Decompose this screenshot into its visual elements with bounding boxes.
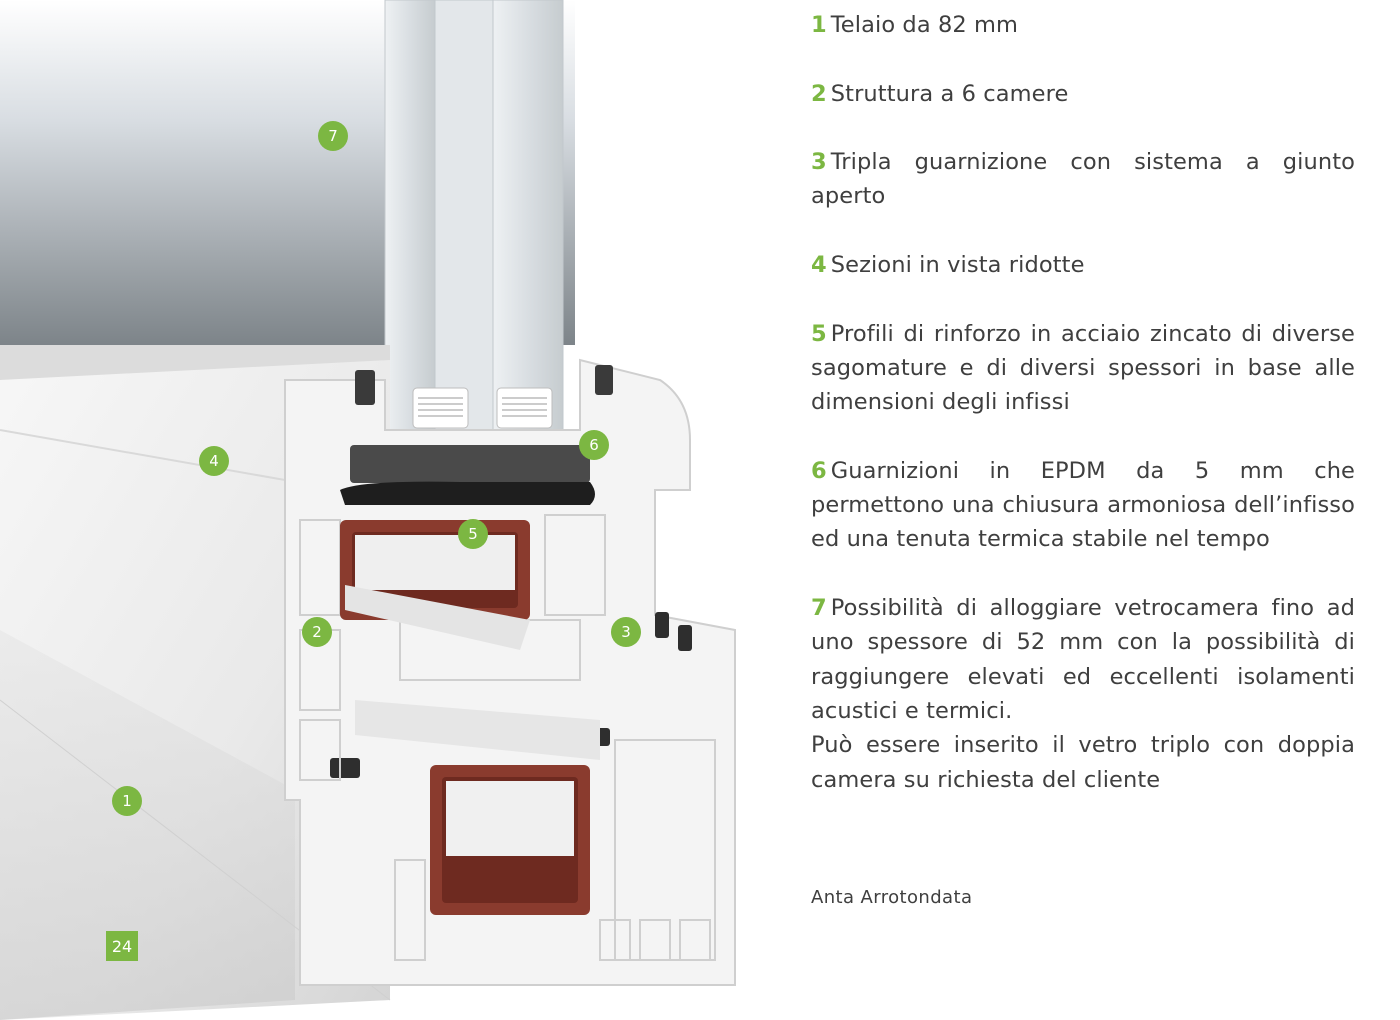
gasket-left-lower [330, 758, 360, 778]
window-profile-cross-section [0, 0, 736, 1020]
glass-pane-outer [384, 0, 436, 431]
glass-spacer-2 [496, 387, 553, 429]
gasket-top-left [355, 370, 375, 405]
window-profile-illustration: 7 4 6 5 2 3 1 24 [0, 0, 736, 1020]
profile-caption: Anta Arrotondata [811, 887, 973, 908]
sash-profile-section [284, 358, 736, 986]
feature-text: Sezioni in vista ridotte [830, 252, 1085, 279]
marker-5: 5 [458, 519, 488, 549]
glass-spacer-1 [412, 387, 469, 429]
feature-text: Struttura a 6 camere [830, 80, 1069, 107]
glass-pane-middle [434, 0, 494, 431]
feature-number: 2 [811, 80, 827, 107]
feature-number: 4 [811, 252, 827, 279]
feature-number: 3 [811, 149, 827, 176]
marker-7: 7 [318, 121, 348, 151]
marker-2: 2 [302, 617, 332, 647]
marker-6: 6 [579, 430, 609, 460]
feature-text-continued: Può essere inserito il vetro triplo con … [811, 732, 1355, 793]
feature-text: Telaio da 82 mm [830, 12, 1019, 38]
feature-number: 5 [811, 320, 827, 347]
feature-text: Profili di rinforzo in acciaio zincato d… [811, 320, 1355, 416]
feature-number: 6 [811, 457, 827, 484]
gasket-top-right [595, 365, 613, 395]
marker-1: 1 [112, 786, 142, 816]
gasket-mid-2 [678, 625, 692, 651]
marker-4: 4 [199, 446, 229, 476]
glass-seal-block [350, 445, 590, 483]
glass-pane-inner [492, 0, 564, 431]
gasket-mid-1 [655, 612, 669, 638]
feature-text: Guarnizioni in EPDM da 5 mm che permetto… [811, 457, 1355, 553]
feature-text: Tripla guarnizione con sistema a giunto … [811, 149, 1355, 210]
epdm-seal [340, 481, 595, 505]
feature-text: Possibilità di alloggiare vetrocamera fi… [811, 595, 1355, 724]
feature-number: 7 [811, 595, 827, 622]
page-number: 24 [106, 931, 138, 961]
marker-3: 3 [611, 617, 641, 647]
feature-number: 1 [811, 12, 827, 38]
